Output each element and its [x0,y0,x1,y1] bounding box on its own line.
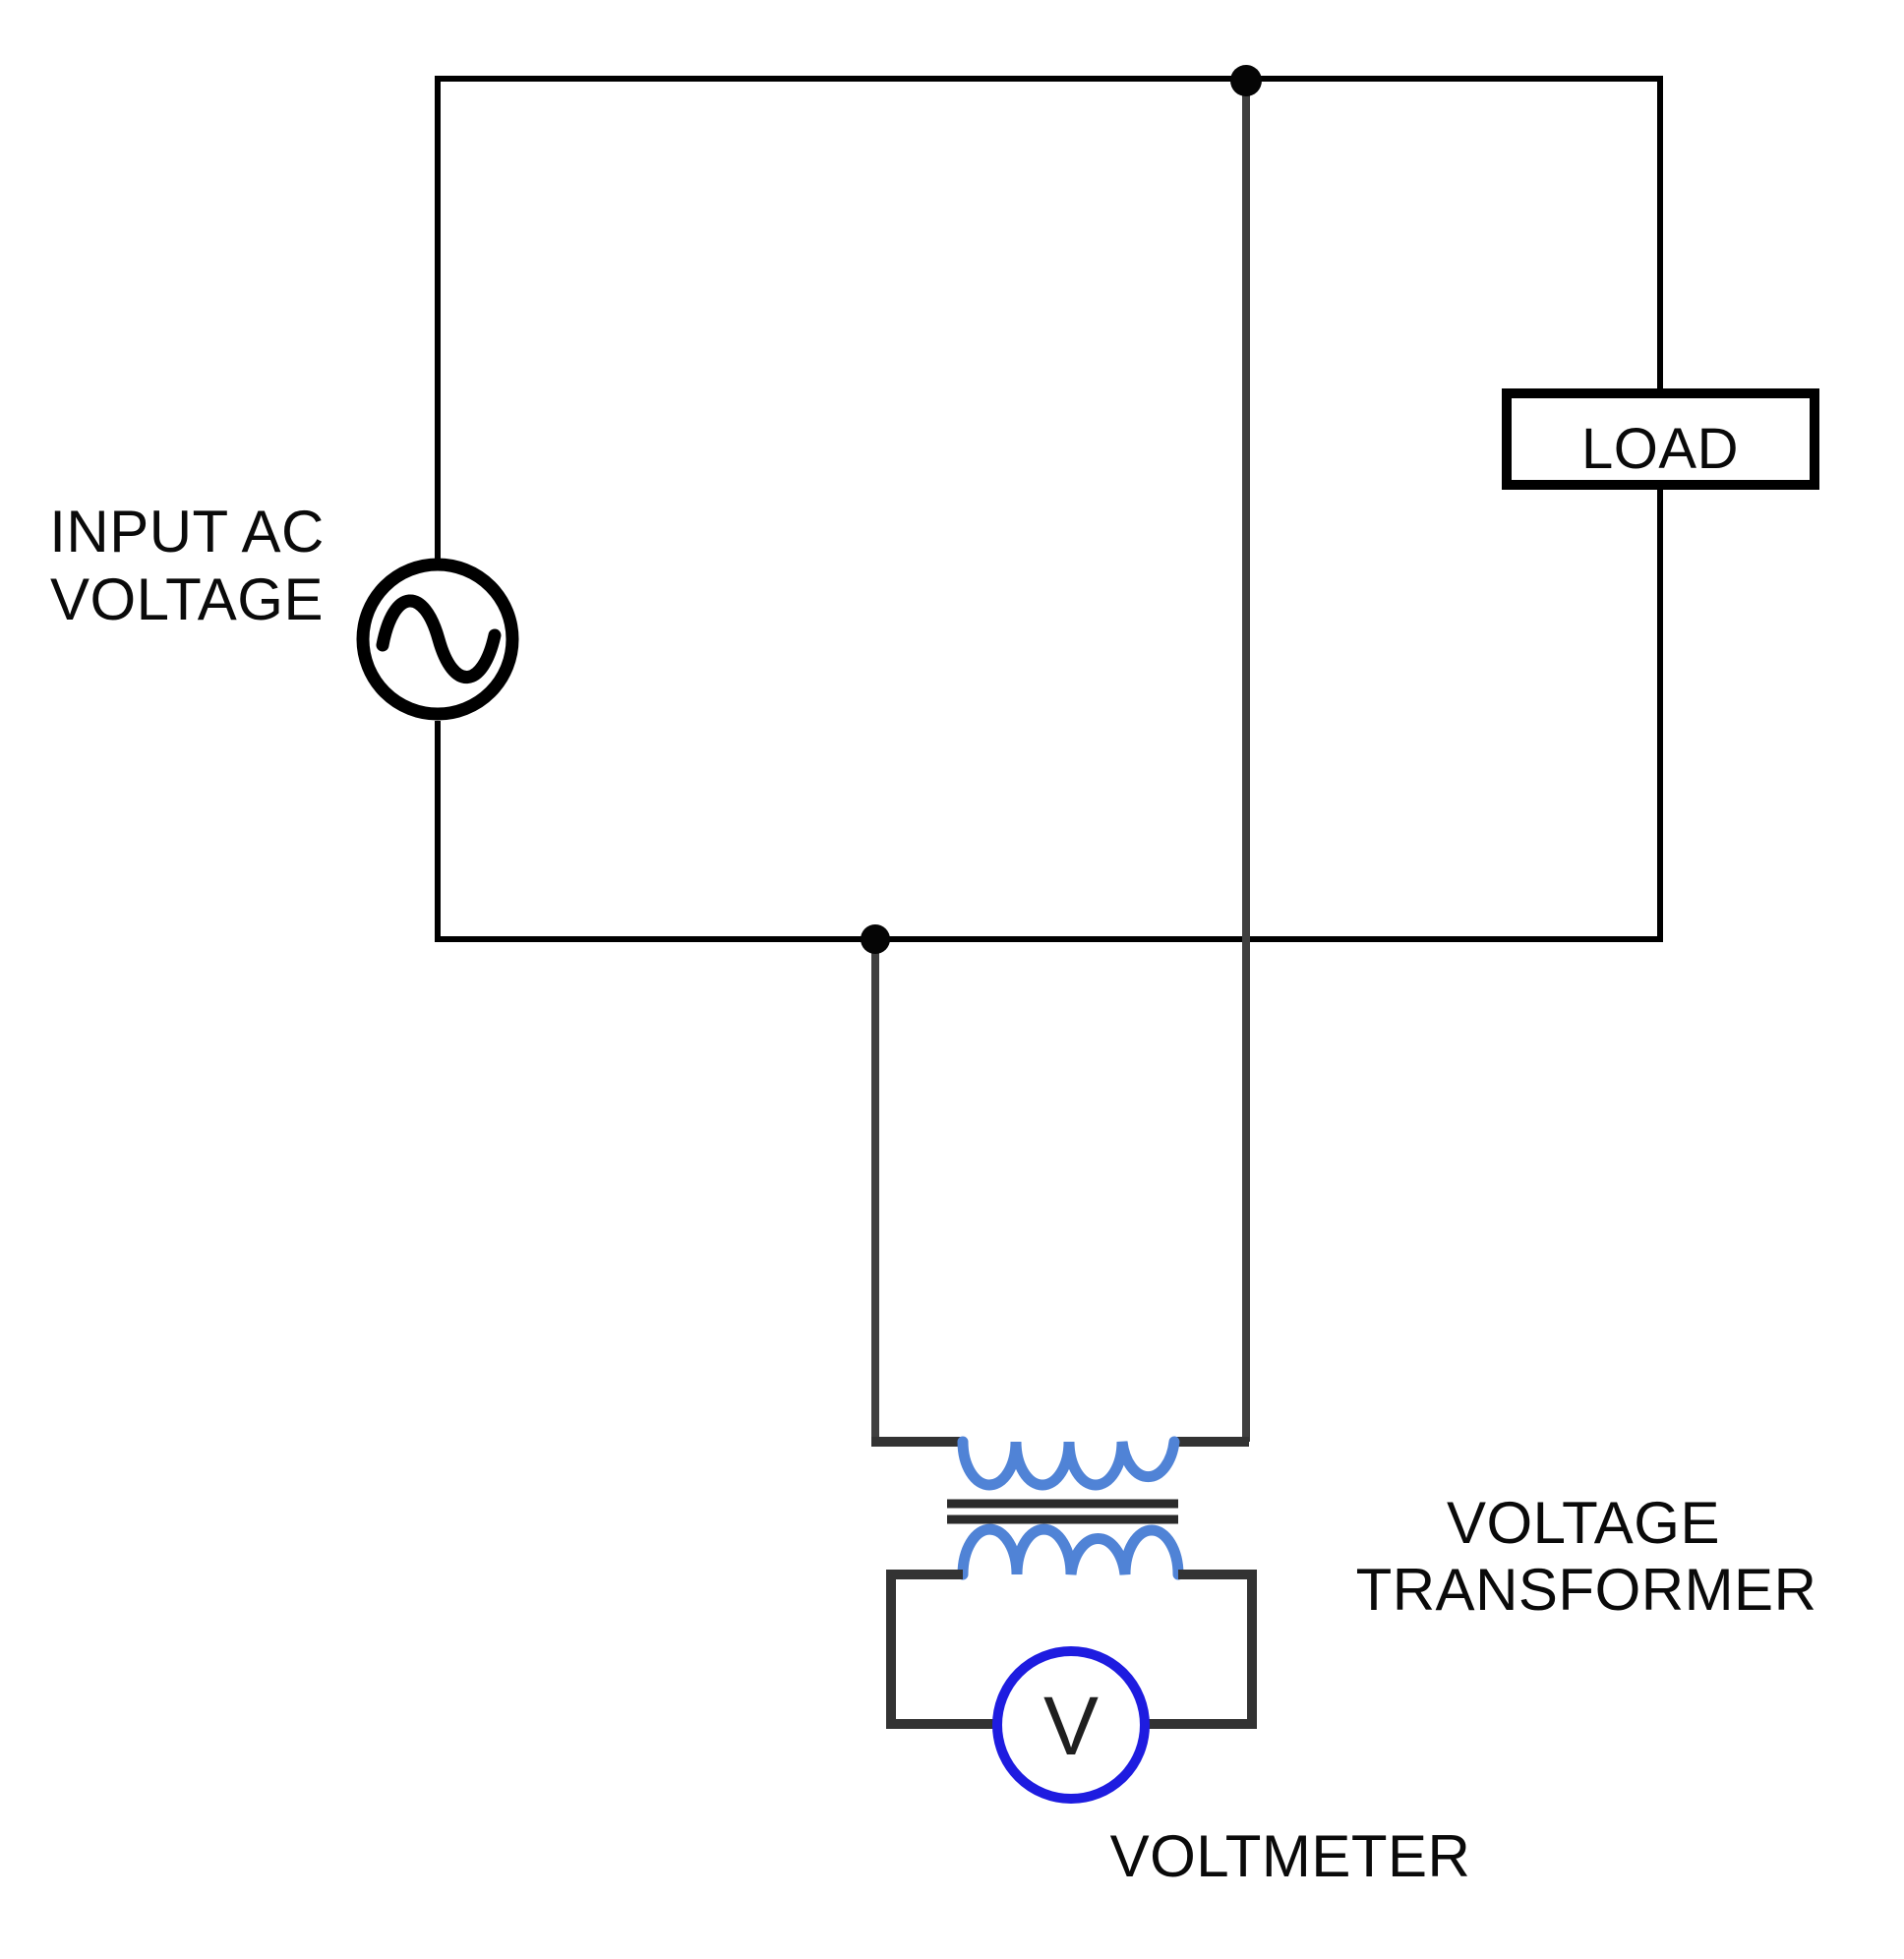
source-label-line2: VOLTAGE [50,566,324,632]
voltmeter-symbol: V [992,1646,1150,1804]
transformer-label: VOLTAGE TRANSFORMER [1356,1490,1817,1623]
main-loop-bottom-wire [435,485,1663,942]
source-label-line1: INPUT AC [49,499,325,564]
junction-dot-top [1230,65,1262,96]
voltmeter-label: VOLTMETER [1110,1823,1471,1889]
voltmeter-circle [992,1646,1150,1804]
voltmeter-v-symbol: V [1043,1680,1099,1772]
transformer-label-line1: VOLTAGE [1447,1490,1720,1556]
voltage-transformer-symbol [871,1436,1257,1729]
ac-source-icon [356,558,519,721]
secondary-loop-left [886,1570,1005,1729]
load-box [1502,388,1819,490]
secondary-loop-right [1139,1570,1257,1729]
sine-wave-icon [376,594,502,683]
transformer-label-line2: TRANSFORMER [1356,1557,1817,1623]
primary-coil [957,1436,1180,1491]
load-label: LOAD [1581,417,1739,481]
source-label: INPUT AC VOLTAGE [49,499,325,632]
load-component: LOAD [1502,388,1819,490]
junction-dot-bottom [861,924,890,954]
main-loop-top-wire [435,76,1663,559]
secondary-coil [957,1523,1184,1580]
